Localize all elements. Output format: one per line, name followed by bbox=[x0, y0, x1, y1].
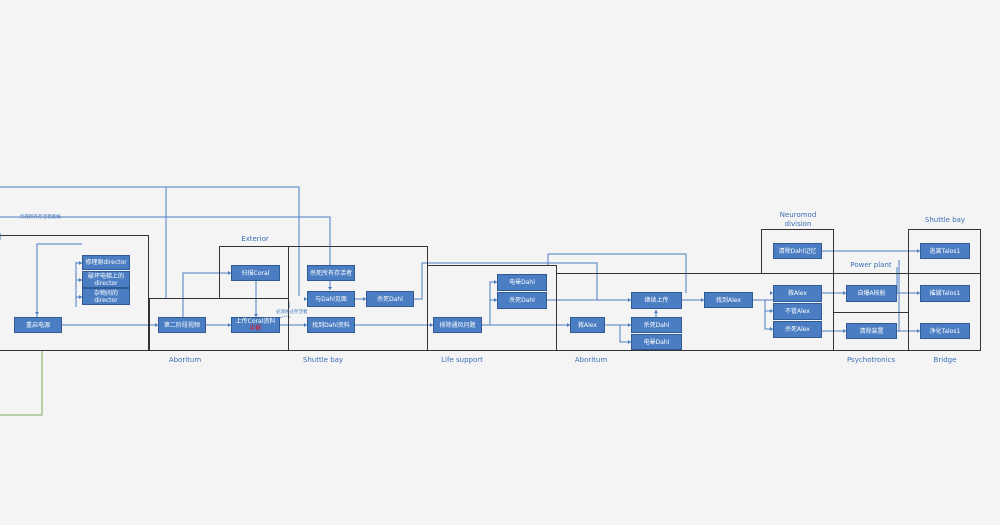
node-find-dahl-info[interactable]: 找到Dahl资料 bbox=[307, 317, 355, 333]
node-fix-vent[interactable]: 排除通风问题 bbox=[433, 317, 482, 333]
region-label-aboritum-2: Aboritum bbox=[574, 356, 608, 364]
region-bridge bbox=[908, 273, 981, 351]
node-kill-dahl-1[interactable]: 杀死Dahl bbox=[366, 291, 414, 307]
node-upload-coral[interactable]: 上传Coral资料中断 bbox=[231, 317, 280, 333]
node-director-repair[interactable]: 修理原director bbox=[82, 255, 130, 270]
node-continue-upload[interactable]: 继续上传 bbox=[631, 292, 682, 309]
region-label-shuttle-bay-1: Shuttle bay bbox=[302, 356, 344, 364]
region-label-shuttle-bay-2: Shuttle bay bbox=[924, 216, 966, 224]
node-kill-dahl-2[interactable]: 杀死Dahl bbox=[497, 292, 547, 309]
note-must-kill-survivors: 必须杀过存活者 bbox=[276, 310, 308, 315]
node-find-alex[interactable]: 找到Alex bbox=[704, 292, 753, 308]
node-self-destruct[interactable]: 自爆A核舱 bbox=[846, 285, 897, 302]
node-purify-talos[interactable]: 净化Talos1 bbox=[920, 323, 970, 339]
node-restart-power[interactable]: 重启电源 bbox=[14, 317, 62, 333]
node-save-alex-2[interactable]: 救Alex bbox=[773, 285, 822, 302]
region-label-psychotronics: Psychotronics bbox=[846, 356, 896, 364]
region-label-neuromod-line1: Neuromod bbox=[779, 211, 817, 219]
node-save-alex-1[interactable]: 救Alex bbox=[570, 317, 605, 333]
node-scan-coral[interactable]: 扫描Coral bbox=[231, 265, 280, 281]
region-label-bridge: Bridge bbox=[933, 356, 957, 364]
node-stun-dahl-2[interactable]: 电晕Dahl bbox=[631, 334, 682, 350]
node-kill-dahl-3[interactable]: 杀死Dahl bbox=[631, 317, 682, 333]
region-neuromod-division bbox=[761, 229, 834, 274]
region-label-neuromod-line2: division bbox=[784, 220, 812, 228]
region-label-power-plant: Power plant bbox=[850, 261, 892, 269]
region-start bbox=[0, 235, 149, 351]
node-clear-dahl-memory[interactable]: 清除Dahl记忆 bbox=[773, 243, 822, 259]
node-phase2-video[interactable]: 第二阶段视频 bbox=[158, 317, 206, 333]
node-destroy-talos[interactable]: 摧毁Talos1 bbox=[920, 285, 970, 302]
region-label-aboritum-1: Aboritum bbox=[168, 356, 202, 364]
note-kill-survivors-path: 杀死所有存活者路线 bbox=[20, 215, 61, 220]
node-clear-device[interactable]: 清除装置 bbox=[846, 323, 897, 339]
region-label-life-support: Life support bbox=[441, 356, 483, 364]
node-meet-dahl[interactable]: 与Dahl见面 bbox=[307, 291, 355, 307]
node-ignore-alex[interactable]: 不管Alex bbox=[773, 303, 822, 320]
node-escape-talos[interactable]: 逃离Talos1 bbox=[920, 243, 970, 259]
node-stun-dahl-1[interactable]: 电晕Dahl bbox=[497, 274, 547, 291]
node-kill-alex[interactable]: 杀死Alex bbox=[773, 321, 822, 338]
node-kill-all-survivors[interactable]: 杀死所有存活者 bbox=[307, 265, 355, 281]
region-label-exterior: Exterior bbox=[241, 235, 269, 243]
